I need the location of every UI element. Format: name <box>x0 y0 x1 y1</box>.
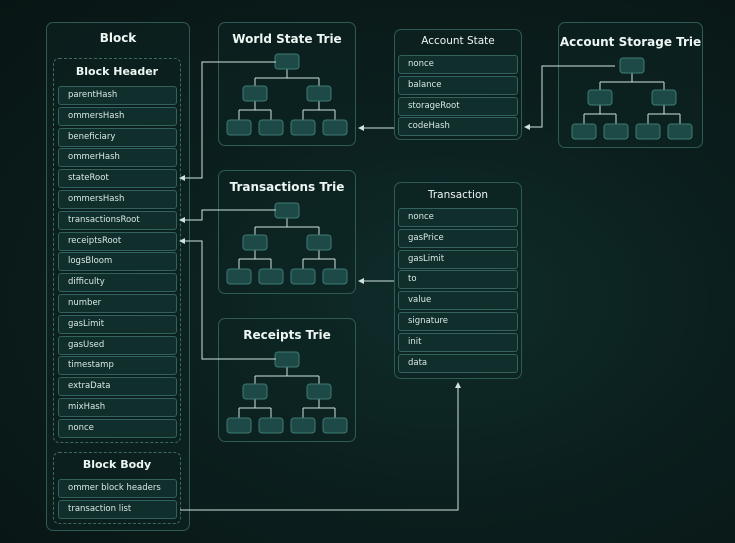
header-field-12: gasUsed <box>58 335 177 355</box>
receipts-trie-leaf-node-0 <box>226 417 252 434</box>
transaction-field-0: nonce <box>398 208 518 227</box>
world-state-trie-edges-top <box>254 69 320 86</box>
header-field-9: difficulty <box>58 273 177 293</box>
receipts-trie-leaf-node-3 <box>322 417 348 434</box>
receipts-trie-edges-left <box>238 399 272 418</box>
world-state-trie-root-node <box>274 53 300 70</box>
transaction-field-7: data <box>398 353 518 373</box>
account-storage-trie-leaf-node-2 <box>635 123 661 140</box>
header-field-7: receiptsRoot <box>58 231 177 251</box>
transaction-title: Transaction <box>427 189 489 201</box>
world-state-trie-edges-right <box>302 101 336 120</box>
transactions-trie-mid-node-left <box>242 234 268 251</box>
block-body-title: Block Body <box>82 458 152 471</box>
transactions-trie-mid-node-right <box>306 234 332 251</box>
world-state-trie-leaf-node-2 <box>290 119 316 136</box>
block-title: Block <box>99 31 137 45</box>
world-state-trie-edges-left <box>238 101 272 120</box>
header-field-5: ommersHash <box>58 190 177 209</box>
world-state-trie-mid-node-left <box>242 85 268 102</box>
world-state-trie-mid-node-right <box>306 85 332 102</box>
header-field-8: logsBloom <box>58 252 177 272</box>
transactions-trie-edges-top <box>254 218 320 235</box>
header-field-4: stateRoot <box>58 169 177 189</box>
transactions-trie-leaf-node-0 <box>226 268 252 285</box>
header-field-2: beneficiary <box>58 127 177 147</box>
account-storage-trie-mid-node-left <box>587 89 613 106</box>
receipts-trie-root-node <box>274 351 300 368</box>
transaction-field-6: init <box>398 332 518 352</box>
account-storage-trie-root-node <box>619 57 645 74</box>
block-body-group <box>53 452 181 524</box>
receipts-trie-edges-top <box>254 367 320 384</box>
header-field-11: gasLimit <box>58 314 177 334</box>
receipts-trie-leaf-node-2 <box>290 417 316 434</box>
transactions-trie-edges-left <box>238 250 272 269</box>
transaction-field-2: gasLimit <box>398 249 518 269</box>
header-field-16: nonce <box>58 418 177 438</box>
transaction-field-4: value <box>398 291 518 311</box>
world-state-trie-leaf-node-1 <box>258 119 284 136</box>
body-field-1: transaction list <box>58 500 177 519</box>
account-storage-trie-edges-left <box>583 105 617 124</box>
connector-transaction-list-to-transaction <box>180 382 461 511</box>
body-field-0: ommer block headers <box>58 479 177 498</box>
account-state-title: Account State <box>421 35 495 47</box>
header-field-10: number <box>58 294 177 313</box>
account-storage-trie-edges-right <box>647 105 681 124</box>
connector-receipts-to-receiptsroot <box>179 238 276 360</box>
transaction-field-1: gasPrice <box>398 228 518 248</box>
transactions-trie-edges-right <box>302 250 336 269</box>
header-field-1: ommersHash <box>58 106 177 126</box>
header-field-3: ommerHash <box>58 148 177 168</box>
header-field-15: mixHash <box>58 398 177 417</box>
connector-transactions-to-transactionsroot <box>179 209 276 223</box>
receipts-trie-edges-right <box>302 399 336 418</box>
transaction-field-5: signature <box>398 312 518 331</box>
account-storage-trie-leaf-node-0 <box>571 123 597 140</box>
receipts-trie-mid-node-left <box>242 383 268 400</box>
account-storage-trie-title: Account Storage Trie <box>559 35 702 49</box>
account-storage-trie-edges-top <box>599 73 665 90</box>
account-storage-trie-leaf-node-1 <box>603 123 629 140</box>
transactions-trie-leaf-node-2 <box>290 268 316 285</box>
account-field-1: balance <box>398 75 518 95</box>
header-field-0: parentHash <box>58 86 177 105</box>
transactions-trie-title: Transactions Trie <box>229 180 345 194</box>
transactions-trie-root-node <box>274 202 300 219</box>
transactions-trie-leaf-node-3 <box>322 268 348 285</box>
connector-storage-trie-to-codehash <box>524 65 615 130</box>
account-field-2: storageRoot <box>398 96 518 116</box>
world-state-trie-title: World State Trie <box>232 32 342 46</box>
connector-world-state-to-stateroot <box>179 61 276 181</box>
world-state-trie-leaf-node-3 <box>322 119 348 136</box>
transactions-trie-leaf-node-1 <box>258 268 284 285</box>
account-storage-trie-mid-node-right <box>651 89 677 106</box>
header-field-6: transactionsRoot <box>58 210 177 230</box>
block-header-title: Block Header <box>75 65 159 78</box>
header-field-14: extraData <box>58 377 177 397</box>
header-field-13: timestamp <box>58 356 177 376</box>
receipts-trie-title: Receipts Trie <box>243 328 331 342</box>
block-header-group <box>53 58 181 443</box>
receipts-trie-mid-node-right <box>306 383 332 400</box>
world-state-trie-leaf-node-0 <box>226 119 252 136</box>
account-field-0: nonce <box>398 55 518 74</box>
receipts-trie-leaf-node-1 <box>258 417 284 434</box>
account-storage-trie-leaf-node-3 <box>667 123 693 140</box>
transaction-field-3: to <box>398 270 518 290</box>
account-field-3: codeHash <box>398 117 518 137</box>
